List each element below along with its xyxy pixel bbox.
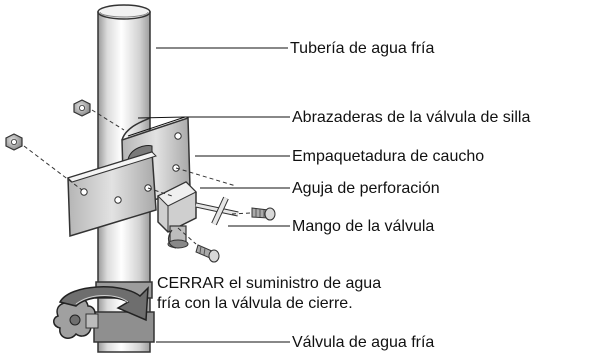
front-clamp (67, 151, 157, 237)
label-valve-handle: Mango de la válvula (292, 218, 435, 235)
instruction-line-2: fría con la válvula de cierre. (157, 295, 353, 312)
leader-lines (127, 47, 290, 343)
label-rubber-gasket: Empaquetadura de caucho (292, 148, 485, 165)
valve-handle (211, 196, 229, 226)
valve-body (157, 181, 197, 249)
label-cold-water-valve: Válvula de agua fría (292, 334, 435, 351)
nut-upper (73, 99, 125, 131)
nut-lower (5, 133, 83, 191)
screw-upper (231, 207, 276, 221)
rotation-arrow (58, 286, 149, 322)
piercing-needle (195, 202, 239, 217)
screw-lower (177, 227, 220, 263)
label-saddle-valve-clamps: Abrazaderas de la válvula de silla (292, 109, 531, 126)
instruction-line-1: CERRAR el suministro de agua (157, 275, 382, 292)
label-piercing-needle: Aguja de perforación (292, 180, 440, 197)
label-cold-water-pipe: Tubería de agua fría (290, 40, 435, 57)
